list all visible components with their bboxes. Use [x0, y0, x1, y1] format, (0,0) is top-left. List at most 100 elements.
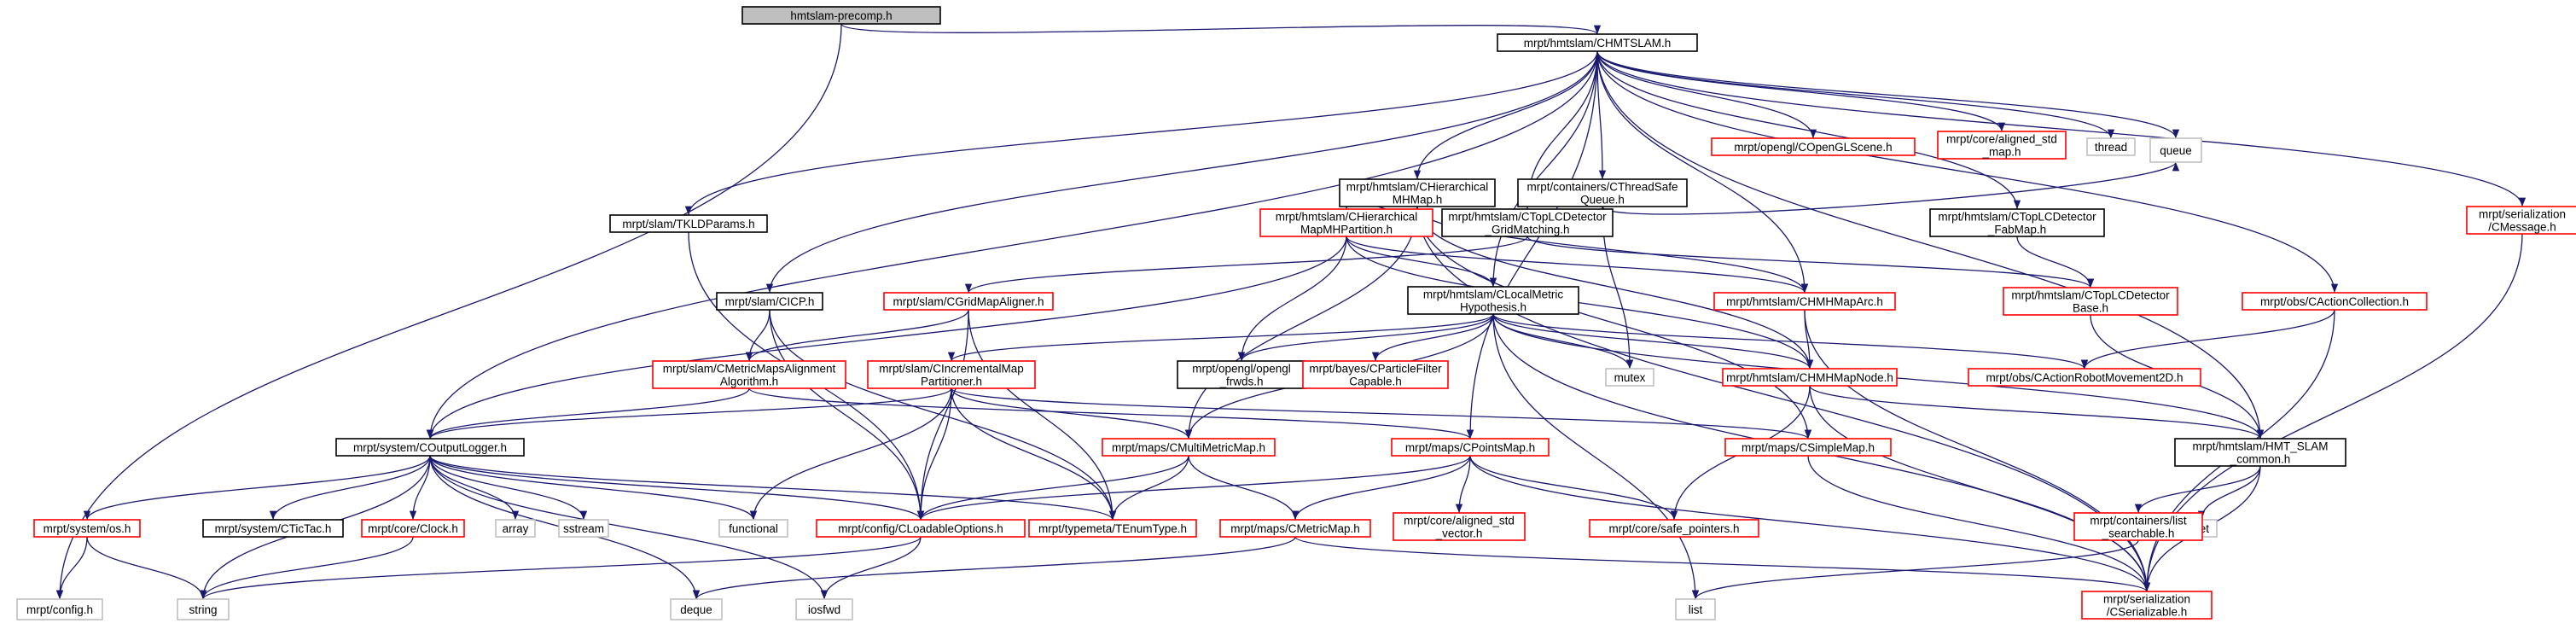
node-array[interactable]: array — [495, 519, 536, 538]
node-box — [1407, 286, 1579, 315]
node-cmessage[interactable]: mrpt/serialization/CMessage.h — [2466, 206, 2576, 235]
node-box — [609, 214, 768, 233]
edge-cpointsmap-to-cmetricmap — [1291, 455, 1471, 521]
node-box — [1259, 208, 1433, 237]
node-safe-pointers[interactable]: mrpt/core/safe_pointers.h — [1589, 519, 1759, 538]
node-cmetricmapsalignmentalgorithm[interactable]: mrpt/slam/CMetricMapsAlignmentAlgorithm.… — [652, 360, 846, 389]
node-thread[interactable]: thread — [2086, 137, 2136, 156]
edge-list-searchable-to-list — [1691, 539, 2139, 600]
node-ctoplcdetector-gridmatching[interactable]: mrpt/hmtslam/CTopLCDetector_GridMatching… — [1441, 208, 1614, 237]
node-box — [1441, 208, 1614, 237]
node-label: mrpt/obs/CActionCollection.h — [2260, 295, 2409, 308]
edge-chmhmapnode-to-hmt-slam-common — [1809, 385, 2264, 440]
edge-cmetricmap-to-deque — [693, 536, 1296, 600]
node-box — [816, 519, 1026, 538]
node-mutex[interactable]: mutex — [1605, 368, 1654, 387]
node-label: mrpt/slam/CIncrementalMap — [879, 363, 1024, 376]
node-box — [652, 360, 846, 389]
node-label: /CMessage.h — [2488, 221, 2556, 234]
node-copenglscene[interactable]: mrpt/opengl/COpenGLScene.h — [1711, 137, 1916, 156]
node-string[interactable]: string — [177, 598, 230, 620]
node-box — [1711, 137, 1916, 156]
edge-clock-to-string — [199, 536, 414, 600]
node-hmt-slam-common[interactable]: mrpt/hmtslam/HMT_SLAM_common.h — [2174, 438, 2346, 467]
node-sstream[interactable]: sstream — [558, 519, 609, 538]
node-aligned-std-vector[interactable]: mrpt/core/aligned_std_vector.h — [1393, 512, 1526, 541]
node-label: MHMap.h — [1393, 194, 1443, 207]
node-cgridmapaligner[interactable]: mrpt/slam/CGridMapAligner.h — [883, 292, 1054, 311]
node-box — [867, 360, 1036, 389]
node-iosfwd[interactable]: iosfwd — [795, 598, 853, 620]
edge-cincrementalmappartitioner-to-coutputlogger — [427, 387, 952, 440]
node-cpointsmap[interactable]: mrpt/maps/CPointsMap.h — [1391, 438, 1550, 457]
node-tkldparams[interactable]: mrpt/slam/TKLDParams.h — [609, 214, 768, 233]
node-cicp[interactable]: mrpt/slam/CICP.h — [716, 292, 823, 311]
node-ctoplcdetector-fabmap[interactable]: mrpt/hmtslam/CTopLCDetector_FabMap.h — [1929, 208, 2105, 237]
node-cactionrobotmovement2d[interactable]: mrpt/obs/CActionRobotMovement2D.h — [1968, 368, 2201, 387]
node-box — [1937, 131, 2067, 160]
node-chmhmaparc[interactable]: mrpt/hmtslam/CHMHMapArc.h — [1713, 292, 1896, 311]
node-label: _common.h — [2230, 453, 2291, 466]
node-box — [2242, 292, 2428, 311]
node-label: mrpt/maps/CMetricMap.h — [1230, 522, 1360, 535]
header-nodes: hmtslam-precomp.h mrpt/hmtslam/CHMTSLAM.h… — [16, 6, 2576, 620]
node-box — [883, 292, 1054, 311]
edge-chierarchicalmhmappartition-to-opengl-frwds — [1237, 236, 1347, 362]
edge-coutputlogger-to-cticktac — [269, 455, 431, 521]
node-cactioncollection[interactable]: mrpt/obs/CActionCollection.h — [2242, 292, 2428, 311]
node-queue[interactable]: queue — [2149, 137, 2202, 163]
edge-chmtslam-to-queue — [1596, 50, 2180, 139]
node-box — [1605, 368, 1654, 387]
node-cserializable[interactable]: mrpt/serialization/CSerializable.h — [2081, 591, 2213, 620]
edge-chmhmapnode-to-cserializable — [1809, 385, 2151, 592]
edge-coutputlogger-to-array — [429, 455, 520, 521]
node-coutputlogger[interactable]: mrpt/system/COutputLogger.h — [335, 438, 525, 457]
node-label: list — [1689, 603, 1703, 616]
node-clock[interactable]: mrpt/core/Clock.h — [361, 519, 465, 538]
node-tenumtype[interactable]: mrpt/typemeta/TEnumType.h — [1028, 519, 1197, 538]
edge-cmultimetricmap-to-cmetricmap — [1188, 455, 1300, 521]
node-label: functional — [729, 522, 778, 535]
node-label: mrpt/obs/CActionRobotMovement2D.h — [1986, 371, 2183, 384]
node-cmultimetricmap[interactable]: mrpt/maps/CMultiMetricMap.h — [1102, 438, 1276, 457]
node-label: mrpt/hmtslam/HMT_SLAM — [2192, 440, 2328, 453]
node-os-h[interactable]: mrpt/system/os.h — [33, 519, 141, 538]
node-box — [202, 519, 344, 538]
node-box — [1713, 292, 1896, 311]
edge-chmtslam-to-cicp — [765, 50, 1598, 294]
node-label: iosfwd — [808, 603, 840, 616]
edge-cpointsmap-to-safe-pointers — [1469, 455, 1678, 521]
node-cloadableoptions[interactable]: mrpt/config/CLoadableOptions.h — [816, 519, 1026, 538]
node-aligned-std-map[interactable]: mrpt/core/aligned_std_map.h — [1937, 131, 2067, 160]
node-functional[interactable]: functional — [718, 519, 788, 538]
node-csimplemap[interactable]: mrpt/maps/CSimpleMap.h — [1724, 438, 1892, 457]
node-list[interactable]: list — [1675, 598, 1716, 620]
node-box — [2073, 512, 2203, 541]
node-label: hmtslam-precomp.h — [790, 9, 892, 22]
node-config-h[interactable]: mrpt/config.h — [16, 598, 103, 620]
edge-coutputlogger-to-os-h — [83, 455, 431, 521]
node-label: mrpt/serialization — [2479, 208, 2566, 221]
node-label: thread — [2095, 141, 2127, 154]
node-opengl-frwds[interactable]: mrpt/opengl/opengl_frwds.h — [1177, 360, 1306, 389]
node-label: mutex — [1614, 371, 1646, 384]
node-label: mrpt/system/CTicTac.h — [215, 522, 332, 535]
node-list-searchable[interactable]: mrpt/containers/list_searchable.h — [2073, 512, 2203, 541]
node-label: _frwds.h — [1218, 376, 1263, 388]
edge-cgridmapaligner-to-tenumtype — [968, 309, 1117, 521]
node-chierarchicalmhmappartition[interactable]: mrpt/hmtslam/CHierarchicalMapMHPartition… — [1259, 208, 1433, 237]
node-chmtslam[interactable]: mrpt/hmtslam/CHMTSLAM.h — [1497, 33, 1698, 52]
node-box — [1589, 519, 1759, 538]
node-deque[interactable]: deque — [670, 598, 723, 620]
node-box — [2174, 438, 2346, 467]
node-cticktac[interactable]: mrpt/system/CTicTac.h — [202, 519, 344, 538]
node-chmhmapnode[interactable]: mrpt/hmtslam/CHMHMapNode.h — [1722, 368, 1898, 387]
edge-coutputlogger-to-functional — [429, 455, 758, 521]
node-cmetricmap[interactable]: mrpt/maps/CMetricMap.h — [1219, 519, 1371, 538]
